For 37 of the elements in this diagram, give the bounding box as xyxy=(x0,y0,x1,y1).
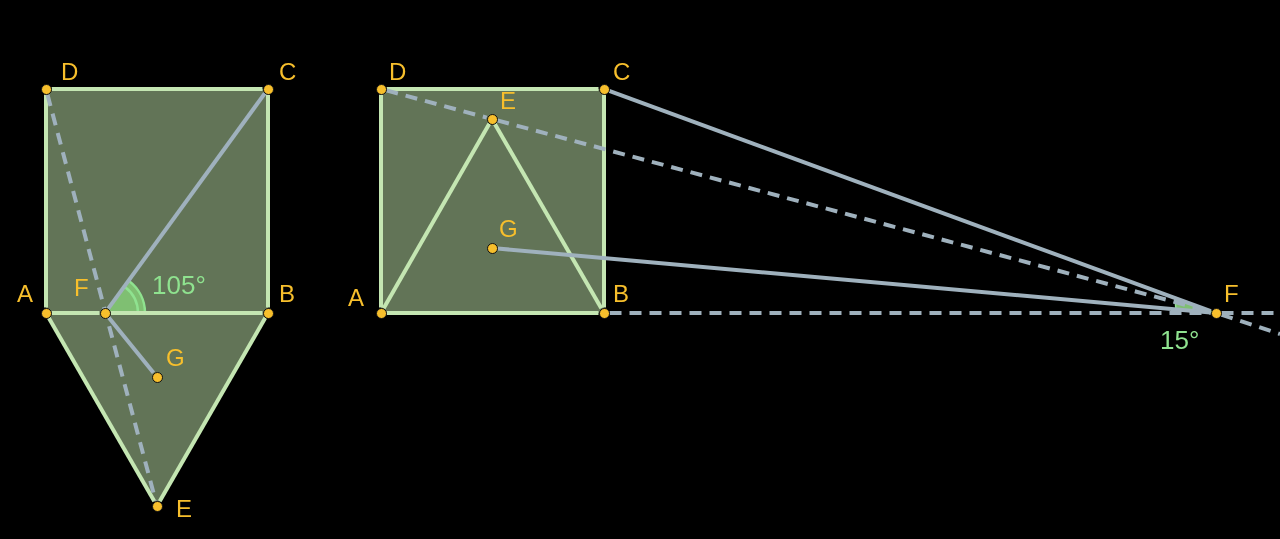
line-segment xyxy=(609,311,1211,315)
line-segment xyxy=(266,94,270,308)
line-segment xyxy=(379,94,383,308)
point-label: C xyxy=(613,60,631,84)
line-segment xyxy=(110,311,263,315)
line-segment xyxy=(381,122,492,310)
point-label: D xyxy=(389,60,407,84)
line-segment xyxy=(44,94,48,308)
angle-label: 105° xyxy=(152,272,206,298)
line-segment xyxy=(386,311,599,315)
point-label: E xyxy=(176,497,192,521)
point-label: F xyxy=(1224,282,1239,306)
line-segment xyxy=(106,92,267,310)
line-segment xyxy=(1220,312,1280,336)
line-segment xyxy=(608,89,1212,313)
point-label: C xyxy=(279,60,297,84)
point-label: A xyxy=(348,286,364,310)
point-label: B xyxy=(279,282,295,306)
point-label: D xyxy=(61,60,79,84)
point-label: A xyxy=(17,282,33,306)
point-label: F xyxy=(74,276,89,300)
angle-label: 15° xyxy=(1160,327,1200,353)
point-label: E xyxy=(500,89,516,113)
point-label: G xyxy=(499,217,518,241)
line-segment xyxy=(492,122,604,310)
point-label: B xyxy=(613,282,629,306)
line-segment xyxy=(51,311,100,315)
line-segment xyxy=(157,316,268,503)
line-segment xyxy=(602,94,606,308)
line-segment xyxy=(497,246,1211,315)
line-segment xyxy=(106,316,156,374)
line-segment xyxy=(386,87,599,91)
point-label: G xyxy=(166,346,185,370)
line-segment xyxy=(45,93,158,502)
line-segment xyxy=(385,88,488,120)
line-segment xyxy=(51,87,263,91)
line-segment xyxy=(46,316,157,503)
